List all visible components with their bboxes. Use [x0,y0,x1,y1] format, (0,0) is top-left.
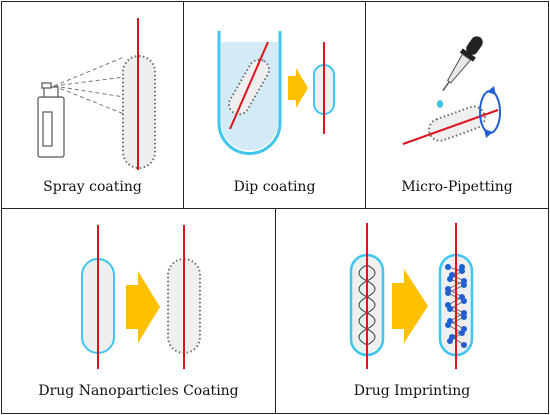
spray-coating-illustration [37,18,156,170]
micro-pipetting-illustration [402,36,501,145]
rotation-arrowhead [487,86,496,95]
caption-micro-pipetting: Micro-Pipetting [401,179,513,195]
spray-mist-lines [53,56,125,115]
panel-spray-coating: Spray coating [1,1,184,209]
caption-drug-imprinting: Drug Imprinting [353,383,471,399]
panel-micro-pipetting: Micro-Pipetting [365,1,549,209]
spray-can-icon [37,82,65,158]
beaker-outline [217,31,282,155]
caption-dip-coating: Dip coating [233,179,316,195]
dip-coating-illustration [217,31,335,155]
process-arrow [126,271,160,343]
panel-drug-nanoparticles-coating: Drug Nanoparticles Coating [1,208,276,414]
caption-spray-coating: Spray coating [43,179,142,195]
needle-line [229,41,269,130]
drug-imprinting-illustration [349,223,474,369]
process-arrow [288,68,308,108]
polymer-wave [358,264,376,346]
panel-dip-coating: Dip coating [183,1,366,209]
drug-molecule-dots [445,264,467,348]
droplet-icon [437,100,443,108]
pipette-icon [442,36,483,92]
panel-drug-imprinting: Drug Imprinting [275,208,549,414]
polymer-wave [358,264,376,346]
caption-drug-nanoparticles-coating: Drug Nanoparticles Coating [38,383,239,399]
rotation-arrowhead [484,129,493,138]
nanoparticles-coating-illustration [81,225,201,369]
needle-line [402,109,499,145]
process-arrow [392,269,428,343]
